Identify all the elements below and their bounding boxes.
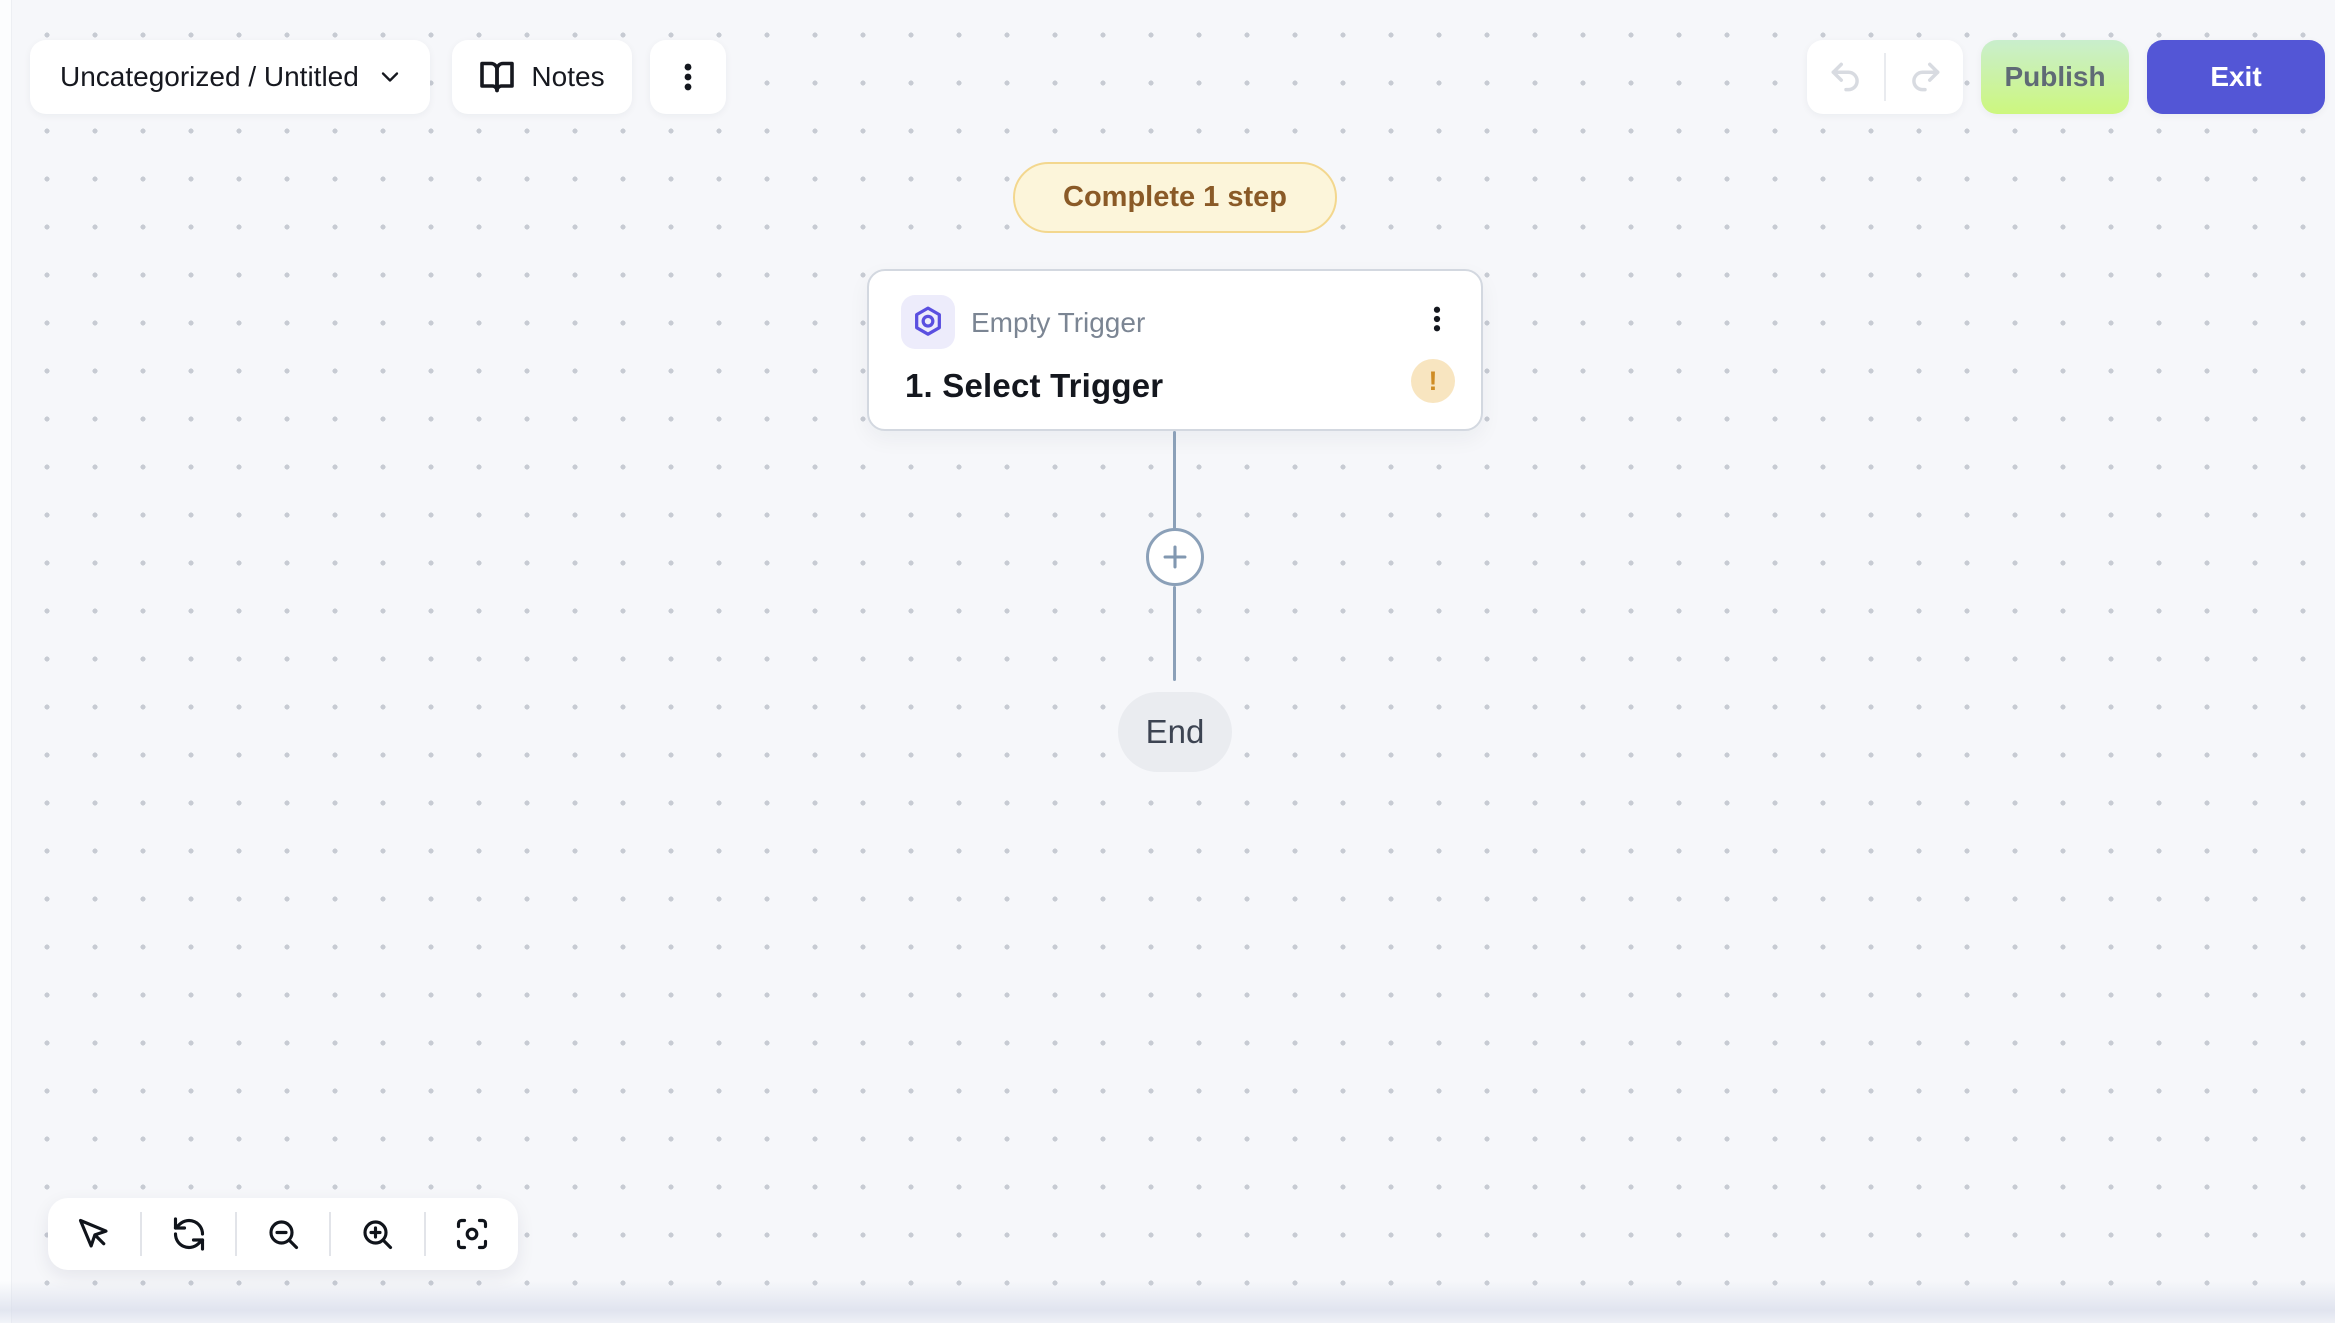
add-step-button[interactable] xyxy=(1146,528,1204,586)
trigger-nut-icon xyxy=(911,305,945,339)
end-node: End xyxy=(1118,692,1232,772)
end-node-label: End xyxy=(1145,713,1205,750)
incomplete-steps-badge[interactable]: Complete 1 step xyxy=(1013,162,1337,233)
divider xyxy=(140,1212,143,1256)
zoom-out-icon xyxy=(265,1216,301,1252)
publish-label: Publish xyxy=(2004,61,2106,92)
connector-line xyxy=(1173,586,1176,681)
zoom-in-button[interactable] xyxy=(331,1198,423,1270)
notes-label: Notes xyxy=(531,61,605,92)
cursor-pointer-icon xyxy=(76,1216,112,1252)
undo-button[interactable] xyxy=(1807,40,1884,114)
left-edge-panel xyxy=(0,0,12,1323)
trigger-icon-box xyxy=(901,295,955,349)
notes-button[interactable]: Notes xyxy=(452,40,632,114)
publish-button[interactable]: Publish xyxy=(1981,40,2129,114)
divider xyxy=(234,1212,237,1256)
trigger-node-card[interactable]: Empty Trigger 1. Select Trigger ! xyxy=(867,269,1483,431)
redo-button[interactable] xyxy=(1886,40,1963,114)
divider xyxy=(423,1212,426,1256)
connector-line xyxy=(1173,431,1176,529)
canvas-toolbar xyxy=(48,1198,518,1270)
fit-view-icon xyxy=(454,1216,490,1252)
node-menu-button[interactable] xyxy=(1415,293,1459,345)
kebab-menu-icon xyxy=(1422,304,1452,334)
book-open-icon xyxy=(479,59,515,95)
project-switcher-button[interactable]: Uncategorized / Untitled xyxy=(30,40,430,114)
warning-mark: ! xyxy=(1428,365,1438,396)
exit-button[interactable]: Exit xyxy=(2147,40,2325,114)
bottom-edge-shadow xyxy=(0,1281,2335,1323)
undo-icon xyxy=(1827,58,1865,96)
divider xyxy=(329,1212,332,1256)
warning-icon: ! xyxy=(1411,359,1455,403)
refresh-button[interactable] xyxy=(142,1198,234,1270)
redo-icon xyxy=(1906,58,1944,96)
plus-icon xyxy=(1158,540,1192,574)
chevron-down-icon xyxy=(376,63,404,91)
zoom-out-button[interactable] xyxy=(237,1198,329,1270)
zoom-in-icon xyxy=(359,1216,395,1252)
refresh-icon xyxy=(171,1216,207,1252)
history-controls xyxy=(1807,40,1963,114)
more-options-button[interactable] xyxy=(650,40,726,114)
kebab-menu-icon xyxy=(671,60,705,94)
fit-view-button[interactable] xyxy=(426,1198,518,1270)
select-tool-button[interactable] xyxy=(48,1198,140,1270)
project-switcher-label: Uncategorized / Untitled xyxy=(60,61,359,92)
trigger-type-label: Empty Trigger xyxy=(971,307,1146,338)
exit-label: Exit xyxy=(2210,61,2262,92)
incomplete-steps-label: Complete 1 step xyxy=(1063,181,1287,213)
divider xyxy=(1884,53,1886,101)
trigger-node-title: 1. Select Trigger xyxy=(905,367,1164,404)
